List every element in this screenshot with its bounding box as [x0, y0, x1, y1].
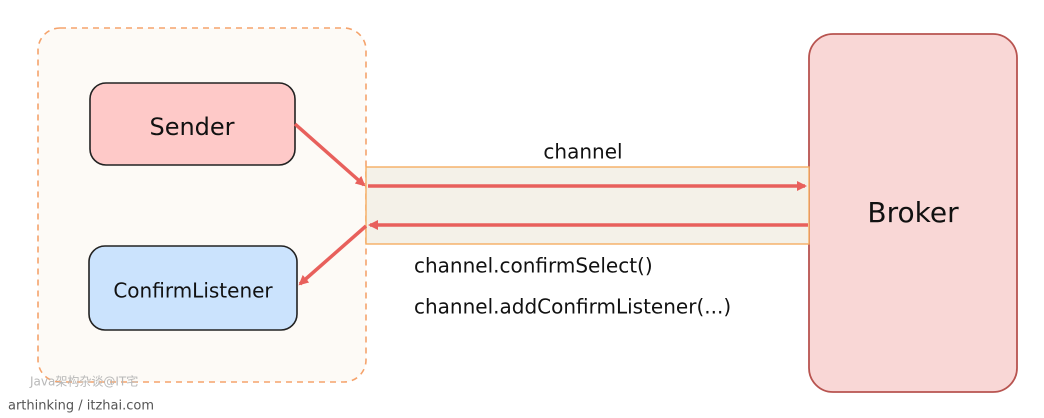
channel-label: channel [543, 140, 622, 164]
confirm-listener-label: ConfirmListener [113, 279, 273, 303]
broker-label: Broker [867, 196, 959, 229]
watermark-line2: arthinking / itzhai.com [8, 399, 154, 414]
watermark-line1: Java架构杂谈@IT宅 [29, 374, 138, 389]
confirm-listener-node[interactable]: ConfirmListener [88, 245, 298, 331]
broker-node[interactable]: Broker [808, 33, 1018, 393]
sender-node[interactable]: Sender [89, 82, 296, 166]
sender-to-channel-arrow [293, 122, 366, 187]
add-confirm-listener-label: channel.addConfirmListener(...) [414, 295, 731, 319]
confirm-select-label: channel.confirmSelect() [414, 254, 653, 278]
channel-to-listener-arrow [298, 224, 368, 286]
sender-label: Sender [149, 113, 234, 141]
channel-band [365, 166, 810, 245]
confirm-listener-box [88, 245, 298, 331]
